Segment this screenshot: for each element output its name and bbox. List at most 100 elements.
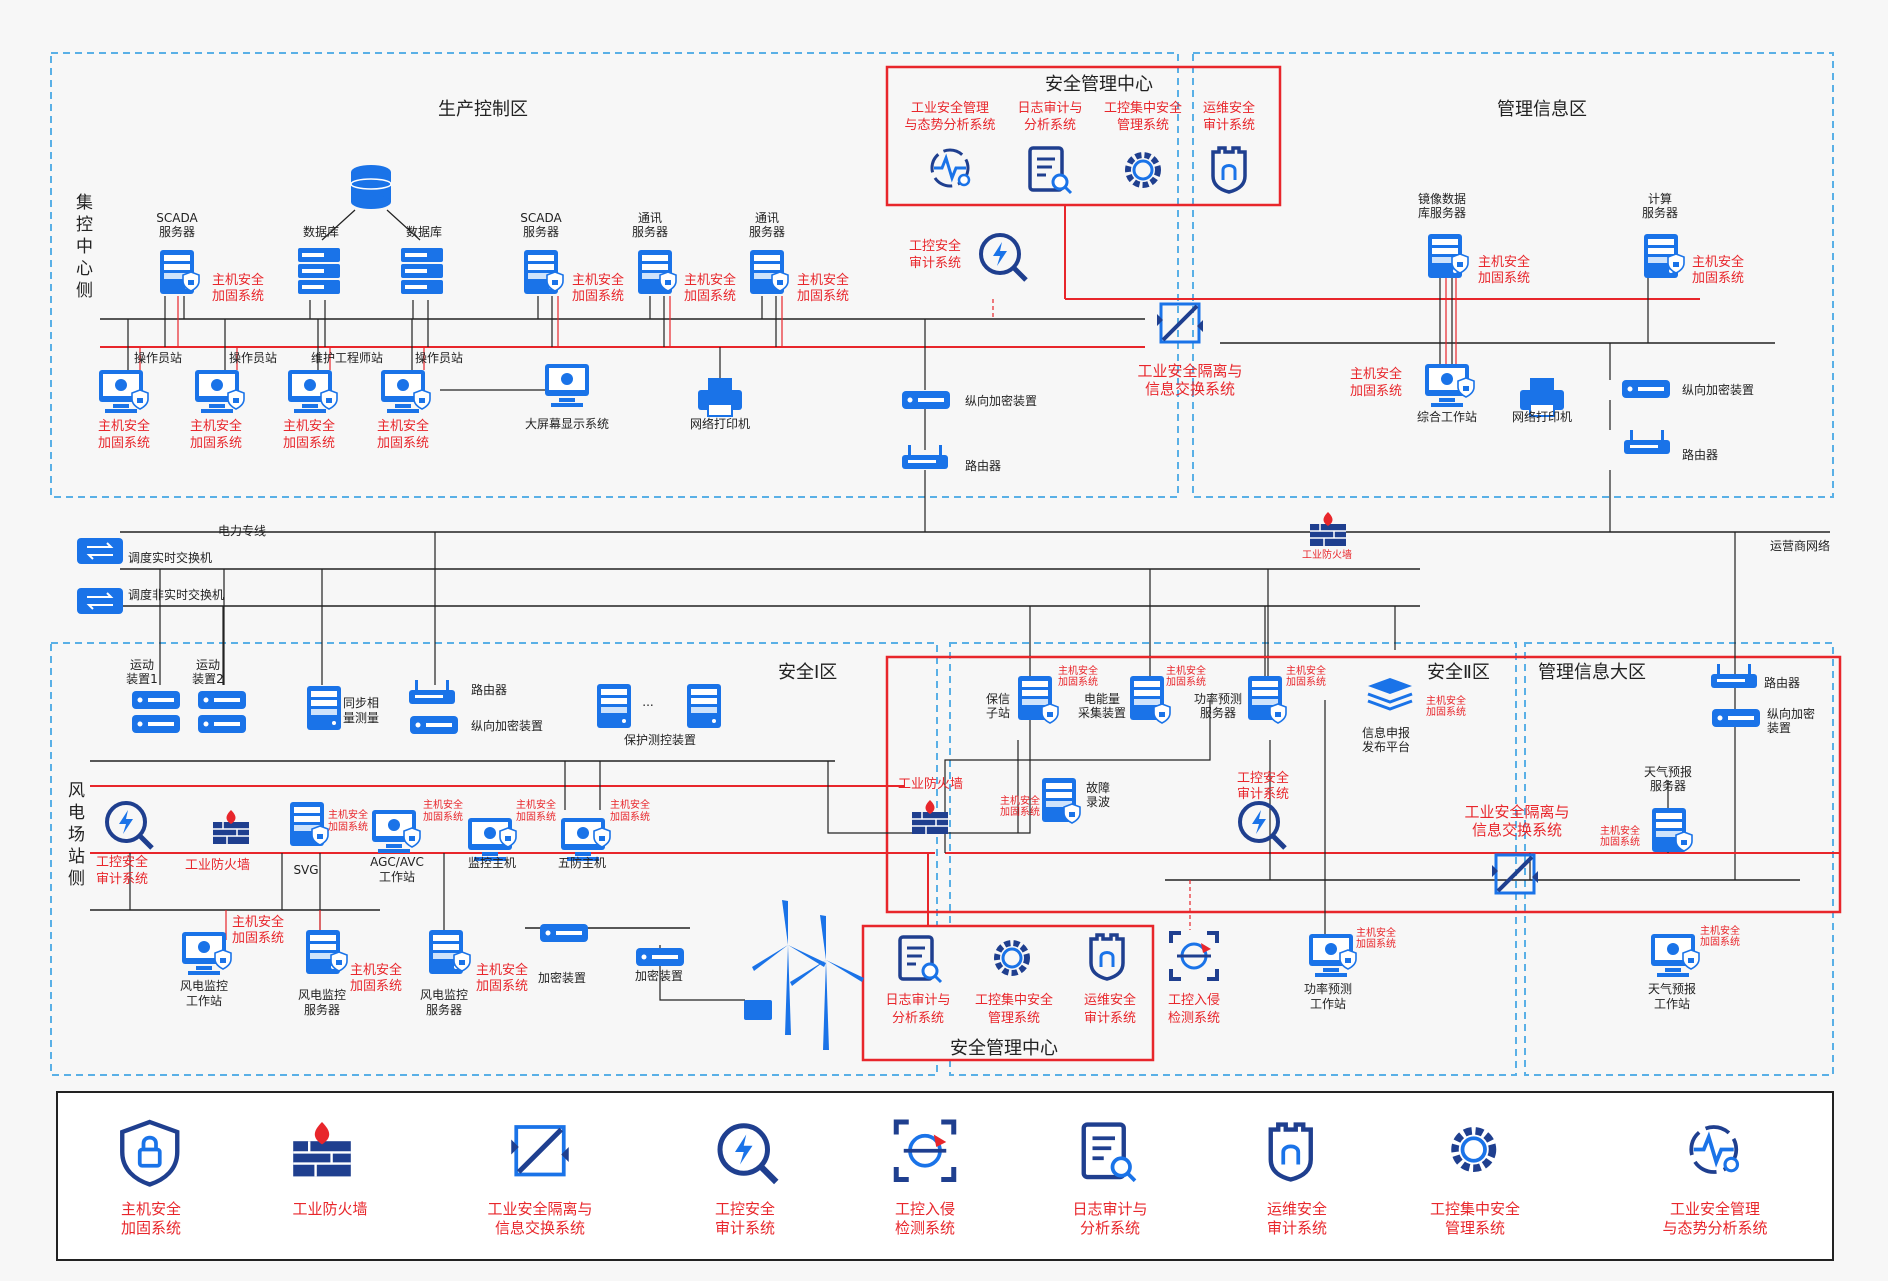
mid-firewall-label: 工业防火墙	[1302, 548, 1352, 561]
log-icon	[1028, 146, 1073, 195]
log-label: 日志审计与分析系统	[885, 993, 950, 1026]
hs-label: 主机安全加固系统	[190, 418, 242, 451]
hs-label: 主机安全加固系统	[98, 418, 150, 451]
safe1-title: 安全Ⅰ区	[778, 662, 837, 683]
op2-label: 操作员站	[229, 350, 277, 365]
wind-srv2-label: 风电监控服务器	[420, 988, 468, 1017]
stack-icon	[1367, 678, 1413, 711]
shield-icon	[131, 389, 149, 410]
crypto-device-icon	[902, 391, 950, 409]
router-label: 路由器	[965, 458, 1001, 473]
shield-icon	[413, 389, 431, 410]
mgmt-info-zone-border	[1192, 52, 1834, 498]
vcrypt2-label: 纵向加密装置	[1682, 382, 1754, 397]
legend-label: 工控集中安全管理系统	[1430, 1200, 1520, 1237]
legend-label: 工业安全隔离与信息交换系统	[487, 1200, 592, 1237]
ids-icon	[1169, 931, 1219, 981]
mgmt-info-devices: 镜像数据库服务器 主机安全加固系统 计算服务器 主机安全加固系统 主机安全加固系…	[1350, 191, 1754, 462]
switch-icon	[76, 587, 124, 615]
hs-label: 主机安全加固系统	[797, 272, 849, 304]
top-audit-label: 工控安全审计系统	[909, 238, 961, 271]
hs-label: 主机安全加固系统	[1692, 254, 1744, 286]
firewall-icon	[911, 799, 949, 835]
mgmt-big-zone-border	[1524, 642, 1834, 1076]
mgmt-big-title: 管理信息大区	[1538, 662, 1646, 683]
safe2-zone-border	[949, 642, 1517, 1076]
crypto-device-icon	[1712, 709, 1760, 727]
hs-label: 主机安全加固系统	[1356, 926, 1396, 950]
crypt2-label: 加密装置	[635, 968, 683, 983]
top-mgmt-label-4: 运维安全审计系统	[1203, 100, 1255, 133]
switch-icon	[76, 537, 124, 565]
db2-label: 数据库	[406, 224, 442, 239]
db1-label: 数据库	[303, 224, 339, 239]
hs-label: 主机安全加固系统	[1000, 794, 1040, 818]
comm2-label: 通讯服务器	[749, 211, 785, 239]
isolation-icon	[1155, 302, 1205, 344]
shield-icon	[1339, 949, 1357, 970]
audit-icon	[107, 803, 152, 848]
legend-label: 工业安全管理与态势分析系统	[1662, 1200, 1767, 1237]
prod-control-title: 生产控制区	[438, 99, 528, 120]
wind-ws-label: 风电监控工作站	[180, 979, 228, 1008]
power-pred-label: 功率预测服务器	[1194, 691, 1242, 720]
sync-label: 同步相量测量	[343, 696, 379, 725]
router-icon	[409, 680, 455, 704]
motion-device-icon	[198, 715, 246, 733]
shield-icon	[1041, 703, 1059, 724]
carrier-label: 运营商网络	[1770, 538, 1830, 553]
top-mgmt-label-2: 日志审计与分析系统	[1017, 101, 1082, 133]
motion-device-icon	[132, 691, 180, 709]
info-pub-label: 信息申报发布平台	[1362, 725, 1410, 754]
bottom-mgmt-systems: 日志审计与分析系统 工控集中安全管理系统 运维安全审计系统	[885, 933, 1136, 1026]
legend-item: 工控安全审计系统	[715, 1126, 776, 1237]
energy-label: 电能量采集装置	[1078, 692, 1126, 720]
shield-icon	[227, 389, 245, 410]
motion-device-icon	[132, 715, 180, 733]
router2-label: 路由器	[1682, 447, 1718, 462]
legend-label: 工业防火墙	[292, 1200, 367, 1218]
router-icon	[1624, 430, 1670, 454]
mid-firewall-label: 工业防火墙	[898, 776, 963, 792]
top-isolation-label: 工业安全隔离与信息交换系统	[1137, 362, 1242, 398]
shield-icon	[320, 389, 338, 410]
vcrypt-label: 纵向加密装置	[965, 393, 1037, 408]
legend-label: 主机安全加固系统	[121, 1200, 181, 1237]
hs-label: 主机安全加固系统	[684, 272, 736, 304]
prod-control-zone-border	[50, 52, 1179, 498]
hs-label: 主机安全加固系统	[423, 798, 463, 823]
center-side-label: 集控中心侧	[76, 193, 93, 301]
audit-label: 工控安全审计系统	[96, 854, 148, 887]
legend-label: 工控入侵检测系统	[895, 1200, 955, 1237]
hs-label: 主机安全加固系统	[350, 962, 402, 994]
dispatch-nrt-label: 调度非实时交换机	[128, 587, 224, 602]
dispatch-rt-label: 调度实时交换机	[128, 550, 212, 565]
hs-label: 主机安全加固系统	[212, 272, 264, 304]
big-screen-icon	[545, 364, 589, 407]
ops-label: 运维安全审计系统	[1084, 992, 1136, 1026]
gear-icon	[1128, 155, 1158, 185]
workstation-label: 综合工作站	[1417, 409, 1477, 424]
router-icon	[1711, 664, 1757, 688]
vcrypt-label: 纵向加密装置	[471, 718, 543, 733]
hs-label: 主机安全加固系统	[232, 914, 284, 946]
baoxin-label: 保信子站	[986, 692, 1010, 720]
shield-icon	[1269, 703, 1287, 724]
sync-server-icon	[307, 686, 341, 730]
motion1-label: 运动装置1	[126, 658, 158, 686]
crypto-device-icon	[1622, 380, 1670, 398]
hs-label: 主机安全加固系统	[1286, 664, 1326, 688]
top-sec-mgmt-border	[885, 65, 1282, 207]
legend-item: 运维安全审计系统	[1267, 1125, 1327, 1237]
legend-item: 工业安全管理与态势分析系统	[1662, 1125, 1768, 1237]
legend-item: 工业安全隔离与信息交换系统	[487, 1127, 593, 1237]
fiveproof-label: 五防主机	[558, 855, 606, 870]
database-server-icon	[401, 248, 443, 294]
top-mgmt-label-3: 工控集中安全管理系统	[1104, 100, 1182, 133]
mgmt-info-title: 管理信息区	[1497, 99, 1587, 120]
top-workstations: 操作员站 主机安全加固系统 操作员站 主机安全加固系统 维护工程师站 主机安全加…	[98, 350, 1037, 473]
